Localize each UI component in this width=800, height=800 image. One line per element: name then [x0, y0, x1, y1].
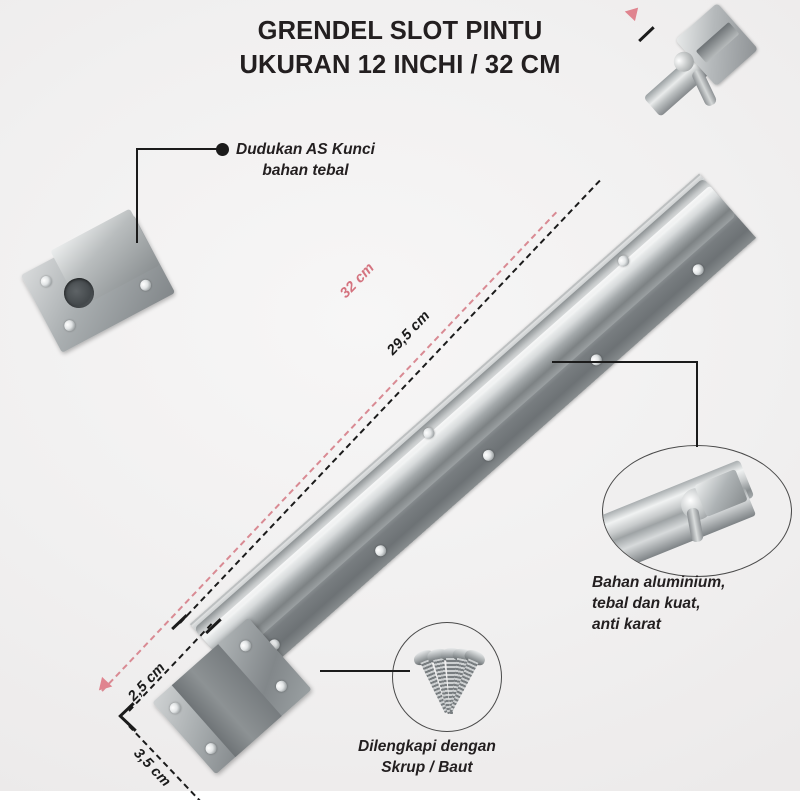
callout-leader-material-vertical: [696, 361, 699, 447]
rivet: [273, 678, 290, 695]
rivet: [38, 274, 54, 289]
inset-circle-material: [602, 445, 792, 577]
bottom-white-strip: [0, 791, 800, 800]
callout-leader-screws: [320, 670, 410, 673]
callout-leader-keeper-horizontal: [136, 148, 222, 151]
rivet: [203, 740, 219, 757]
callout-text-screws: Dilengkapi dengan Skrup / Baut: [358, 736, 496, 778]
callout-keeper-line-2: bahan tebal: [262, 162, 349, 179]
callout-dot-keeper: [216, 143, 229, 156]
page-title: GRENDEL SLOT PINTU UKURAN 12 INCHI / 32 …: [0, 14, 800, 82]
callout-material-line-1: Bahan aluminium,: [592, 574, 726, 591]
callout-material-line-2: tebal dan kuat,: [592, 595, 701, 612]
callout-screws-line-2: Skrup / Baut: [381, 759, 473, 776]
end-plate-face: [171, 644, 282, 758]
rivet: [167, 700, 184, 716]
rivet: [62, 318, 78, 334]
screw-shaft: [446, 658, 457, 714]
title-line-1: GRENDEL SLOT PINTU: [257, 17, 543, 45]
rivet: [138, 277, 154, 293]
callout-leader-material-horizontal: [552, 361, 698, 364]
callout-keeper-line-1: Dudukan AS Kunci: [236, 141, 375, 158]
inset-circle-screws: [392, 622, 502, 732]
callout-screws-line-1: Dilengkapi dengan: [358, 738, 496, 755]
product-photo-keeper-bracket: [20, 208, 176, 356]
callout-material-line-3: anti karat: [592, 616, 661, 633]
rivet: [237, 638, 254, 654]
callout-text-keeper: Dudukan AS Kunci bahan tebal: [236, 139, 375, 181]
callout-text-material: Bahan aluminium, tebal dan kuat, anti ka…: [592, 572, 726, 635]
title-line-2: UKURAN 12 INCHI / 32 CM: [239, 51, 561, 79]
callout-leader-keeper-vertical: [136, 148, 139, 243]
